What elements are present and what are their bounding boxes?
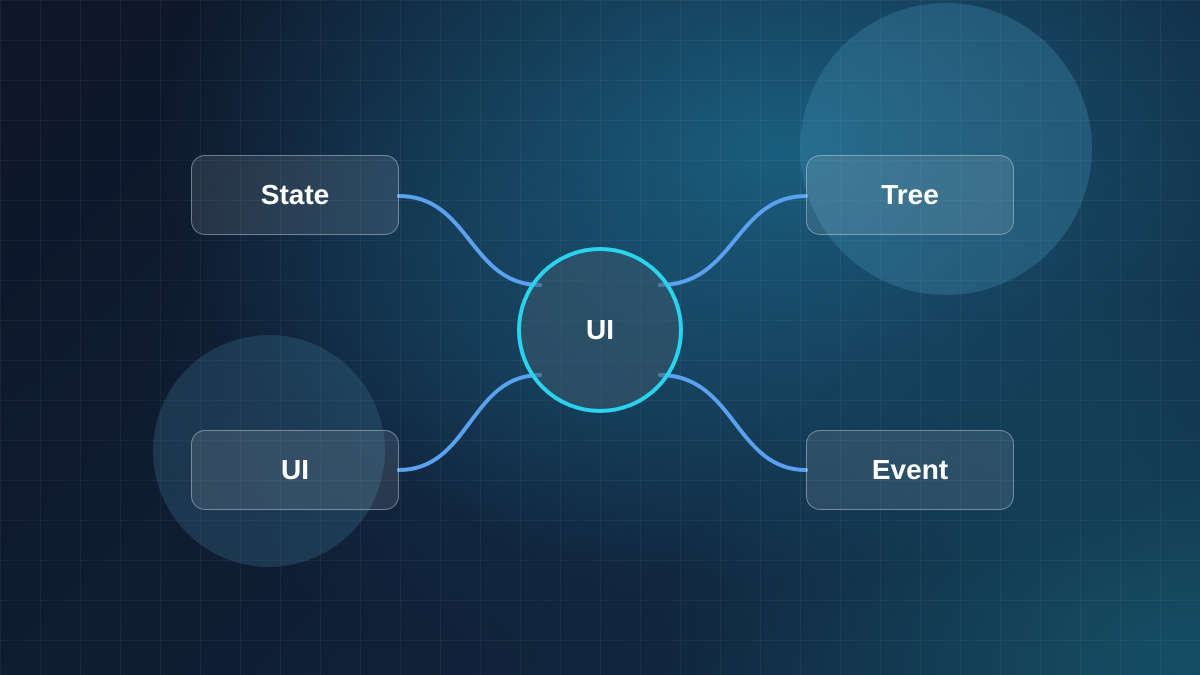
connector-event-to-center (658, 373, 808, 472)
node-event: Event (806, 430, 1014, 510)
center-node: UI (517, 247, 683, 413)
center-node-label: UI (586, 314, 614, 345)
connector-ui-to-center (397, 373, 542, 472)
decorative-circle-top-right (800, 3, 1092, 295)
node-state-label: State (260, 179, 330, 210)
node-ui-label: UI (281, 454, 309, 485)
decorative-circle-bottom-left (153, 335, 385, 567)
node-event-label: Event (871, 454, 949, 485)
node-ui: UI (191, 430, 399, 510)
connector-state-to-center (397, 194, 542, 287)
connector-tree-to-center (658, 194, 808, 287)
node-tree-label: Tree (881, 179, 939, 210)
node-tree: Tree (806, 155, 1014, 235)
node-state: State (191, 155, 399, 235)
